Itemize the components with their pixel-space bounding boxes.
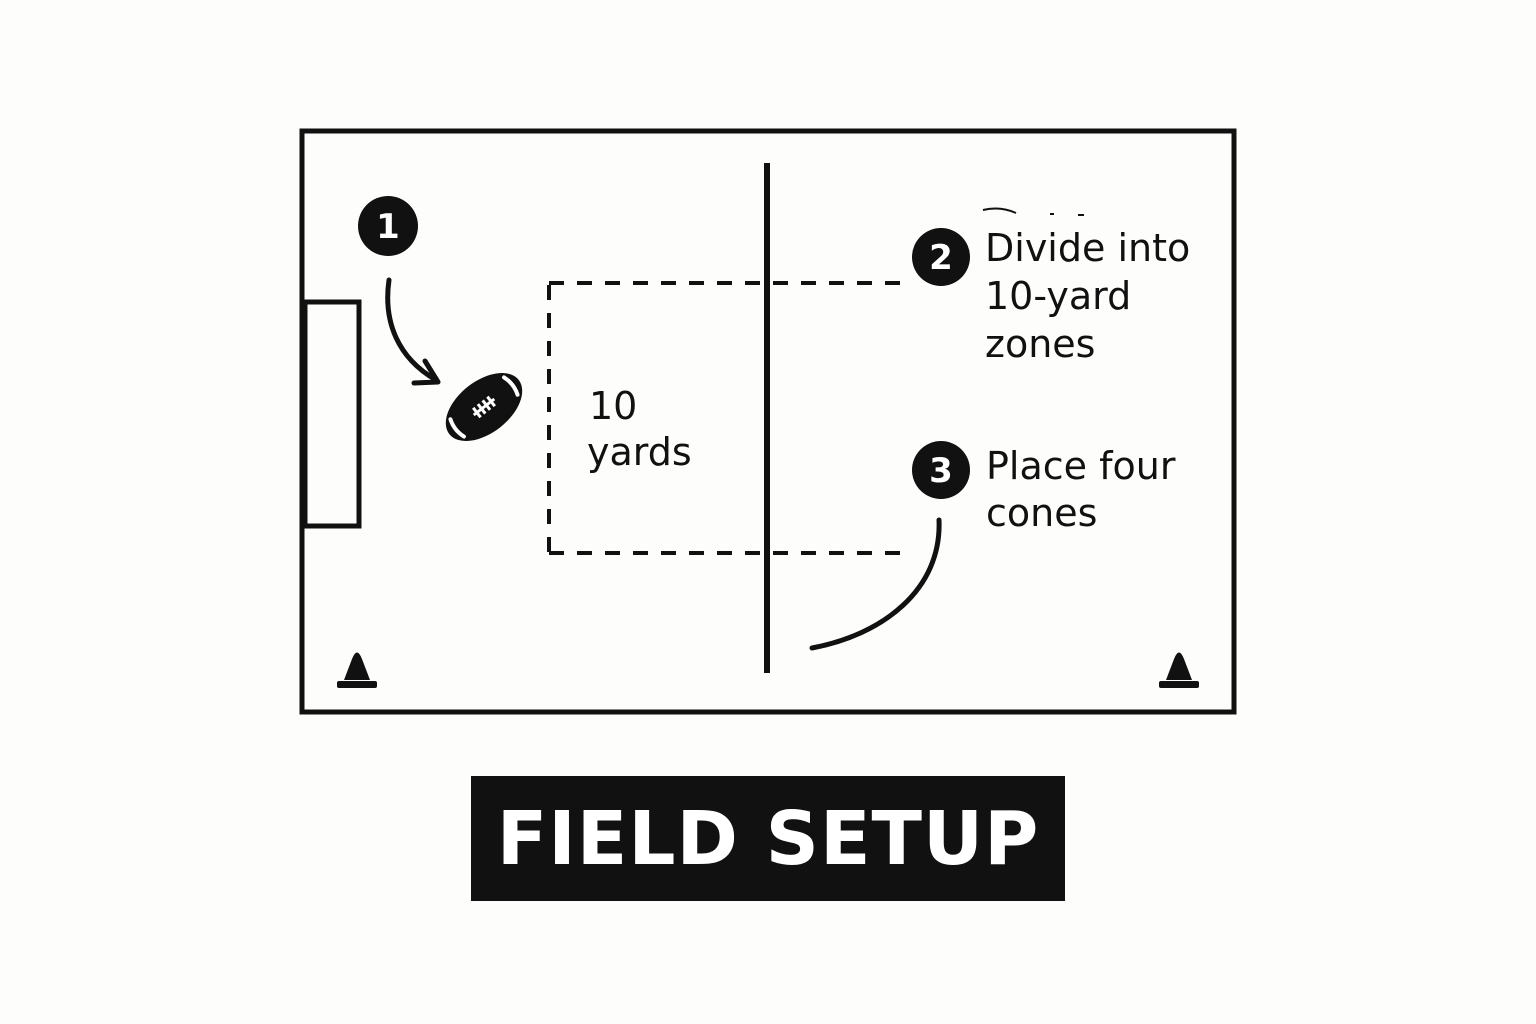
ten-yard-zone (547, 281, 905, 555)
step-3-line-1: Place four (986, 444, 1176, 488)
zone-label-line-2: yards (587, 430, 692, 474)
diagram-title: FIELD SETUP (496, 795, 1040, 882)
step-3-connector (809, 517, 942, 651)
goal-box (302, 299, 362, 529)
step-2-line-3: zones (985, 322, 1095, 366)
step-2-line-2: 10-yard (985, 274, 1131, 318)
zone-label-line-1: 10 (589, 384, 637, 428)
title-banner: FIELD SETUP (471, 776, 1065, 901)
sketch-mark (982, 207, 1017, 214)
field-boundary (299, 128, 1237, 715)
cone-icon (337, 652, 377, 688)
football-icon (445, 373, 523, 441)
step-1-badge: 1 (358, 196, 418, 256)
svg-text:2: 2 (929, 238, 953, 278)
svg-text:1: 1 (376, 207, 400, 247)
step-2-badge: 2 (912, 228, 970, 286)
arrow (385, 277, 441, 386)
cone-icon (1159, 652, 1199, 688)
step-3-line-2: cones (986, 491, 1097, 535)
step-3-badge: 3 (912, 441, 970, 499)
svg-text:3: 3 (929, 451, 953, 491)
step-2-line-1: Divide into (985, 226, 1190, 270)
